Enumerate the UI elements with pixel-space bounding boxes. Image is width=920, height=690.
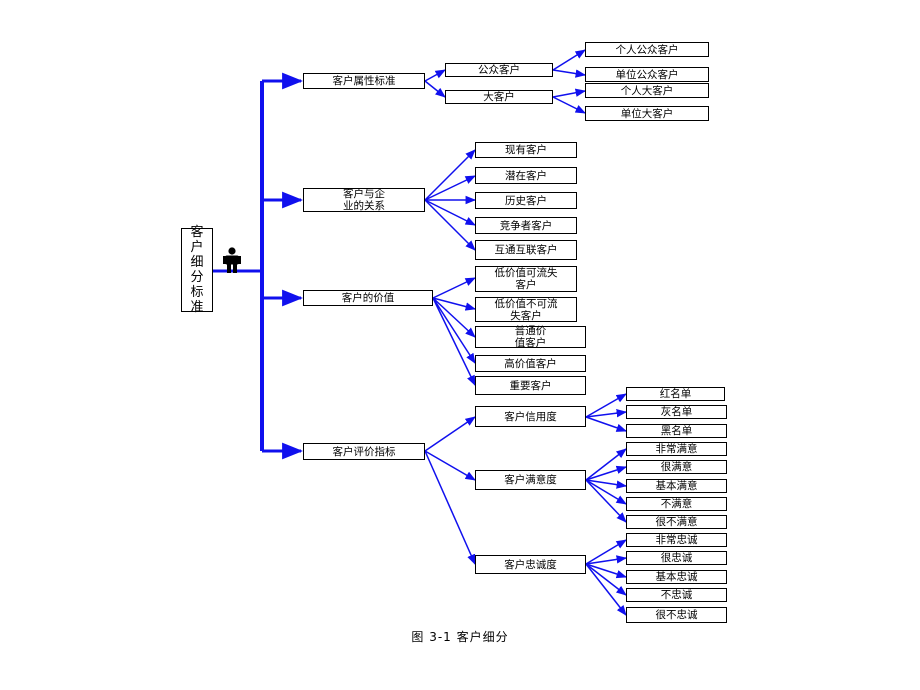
connector-line [585,479,627,505]
node-unit-public: 单位公众客户 [585,67,709,82]
connector-line [432,297,476,364]
node-grey-list: 灰名单 [626,405,727,419]
connector-line [585,563,627,596]
connector-line [424,199,476,251]
node-unsatisfied: 不满意 [626,497,727,511]
connector-line [585,563,627,579]
category-customer-relation: 客户与企 业的关系 [303,188,425,212]
connector-line [552,96,586,114]
node-credit: 客户信用度 [475,406,586,427]
node-not-loyal: 不忠诚 [626,588,727,602]
node-unit-large: 单位大客户 [585,106,709,121]
node-satisfaction: 客户满意度 [475,470,586,490]
node-historic-customer: 历史客户 [475,192,577,209]
node-low-value-nonchurnable: 低价值不可流 失客户 [475,297,577,322]
connector-line [424,149,476,201]
category-evaluation-index: 客户评价指标 [303,443,425,460]
connector-line [585,539,627,565]
figure-caption: 图 3-1 客户细分 [411,630,509,644]
connector-line [552,88,587,98]
node-public-customer: 公众客户 [445,63,553,77]
node-red-list: 红名单 [626,387,725,401]
node-very-loyal: 非常忠诚 [626,533,727,547]
category-customer-value: 客户的价值 [303,290,433,306]
node-ordinary-value: 普通价 值客户 [475,325,586,349]
node-competitor-customer: 竞争者客户 [475,217,577,234]
root-node: 客 户 细 分 标 准 [181,225,213,315]
node-individual-public: 个人公众客户 [585,42,709,57]
connector-line [424,450,476,481]
node-very-satisfied: 非常满意 [626,442,727,456]
node-basic-satisfied: 基本满意 [626,479,727,493]
connector-line [585,409,628,418]
node-large-customer: 大客户 [445,90,553,104]
connector-line [552,69,587,78]
node-quite-loyal: 很忠诚 [626,551,727,565]
connector-line [424,416,476,452]
node-important-customer: 重要客户 [475,376,586,395]
connector-line [432,297,477,311]
node-potential-customer: 潜在客户 [475,167,577,184]
connector-line [432,297,476,338]
connector-line [585,563,627,616]
node-very-disloyal: 很不忠诚 [626,607,727,623]
connector-line [424,175,476,201]
connector-line [432,277,476,299]
node-individual-large: 个人大客户 [585,83,709,98]
node-basic-loyal: 基本忠诚 [626,570,727,584]
connector-line [432,297,476,386]
connector-line [585,465,627,481]
node-quite-satisfied: 很满意 [626,460,727,474]
connector-line [424,69,446,82]
connector-line [585,555,628,565]
connector-line [585,479,628,489]
connector-line [585,416,627,432]
connector-line [424,199,476,226]
connector-line [424,80,446,98]
category-customer-attribute: 客户属性标准 [303,73,425,89]
node-black-list: 黑名单 [626,424,727,438]
node-interconnect-customer: 互通互联客户 [475,240,577,260]
connector-line [585,479,627,523]
connector-line [424,450,476,565]
node-low-value-churnable: 低价值可流失 客户 [475,266,577,292]
person-icon [223,247,241,273]
connector-line [585,448,627,481]
node-current-customer: 现有客户 [475,142,577,158]
node-very-unsatisfied: 很不满意 [626,515,727,529]
connector-line [552,49,586,71]
node-loyalty: 客户忠诚度 [475,555,586,574]
node-high-value: 高价值客户 [475,355,586,372]
connector-line [585,393,627,418]
